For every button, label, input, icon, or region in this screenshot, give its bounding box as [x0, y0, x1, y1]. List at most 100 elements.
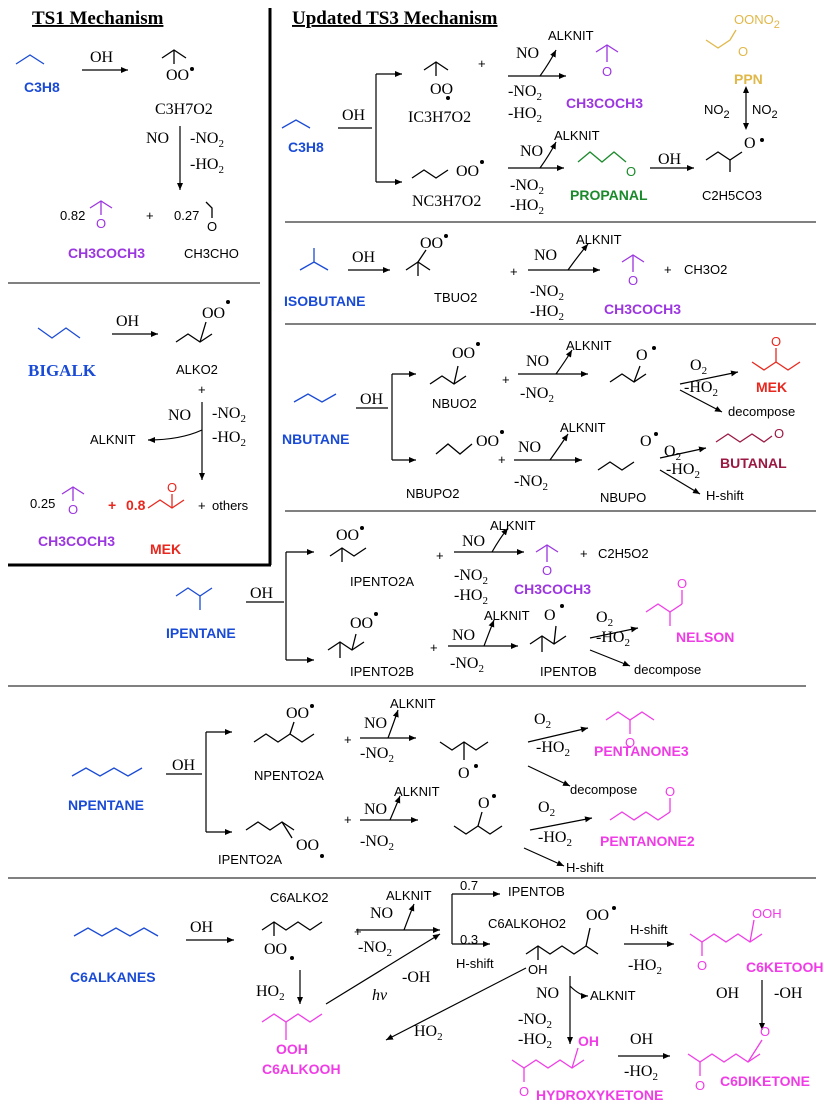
alknit-7: ALKNIT	[484, 608, 530, 623]
no-4: NO	[526, 353, 549, 370]
plus-14: +	[354, 924, 362, 939]
alko2-ho2: -HO2	[212, 429, 246, 449]
alknit-arc-6	[491, 527, 509, 553]
pentanone3-arrow	[527, 726, 589, 743]
hv-reagent: hv	[372, 987, 388, 1004]
c6-ho2-reagent: HO2	[256, 983, 285, 1003]
npento2a-dot	[310, 704, 314, 708]
c6-hshift-2: H-shift	[630, 922, 668, 937]
c6alkane-structure	[73, 927, 159, 937]
ppn-structure	[705, 29, 737, 49]
ppn-label: PPN	[734, 71, 763, 87]
c6ketooh-oh: OH	[716, 985, 740, 1002]
nbuo2-bond	[453, 365, 459, 385]
alko2-skeleton	[175, 333, 213, 343]
decompose-2: decompose	[634, 662, 701, 677]
plus-red: +	[108, 497, 116, 513]
npentane-block: NPENTANE OH OO NPENTO2A + ALKNIT NO -NO2…	[68, 696, 695, 875]
alknit-arc-9	[389, 795, 401, 821]
ipentob-label: IPENTOB	[540, 664, 597, 679]
ipentob-dot	[560, 604, 564, 608]
c6-hshift-label: H-shift	[456, 956, 494, 971]
no-8: NO	[364, 715, 387, 732]
ho2-12: -HO2	[624, 1063, 658, 1083]
tbuo2-bond-2	[417, 249, 427, 263]
no-reagent: NO	[146, 130, 169, 147]
bigalk-oh: OH	[116, 313, 140, 330]
acetone-o-4: O	[628, 273, 638, 288]
c6alkoho2-oo-bond	[585, 927, 591, 947]
c6ketooh-ooh: OOH	[752, 906, 782, 921]
ho2-1: -HO2	[508, 105, 542, 125]
acetone-o-3: O	[602, 64, 612, 79]
decompose-arrow-1	[679, 389, 723, 413]
c6alko2-skeleton	[261, 921, 323, 931]
hv-oh: -OH	[402, 969, 431, 986]
alknit-5: ALKNIT	[560, 420, 606, 435]
c6alkooh-ooh: OOH	[276, 1041, 308, 1057]
ipento2a-skeleton	[329, 547, 367, 557]
alknit-branch	[147, 429, 203, 443]
hshift-arrow-2	[523, 847, 565, 867]
acetone-o-5: O	[542, 563, 552, 578]
ch3coch3-yield: 0.82	[60, 208, 85, 223]
hydroxyketone-oh: OH	[578, 1033, 599, 1049]
nbupo-o: O	[640, 433, 652, 450]
ho2-11: -HO2	[518, 1031, 552, 1051]
c6diketone-o-2: O	[760, 1024, 770, 1039]
propanal-label: PROPANAL	[570, 187, 648, 203]
ts3-c3h8-label: C3H8	[288, 139, 324, 155]
mek-yield: 0.8	[126, 497, 146, 513]
hshift-arrow-1	[659, 469, 701, 495]
pentanone2-o: O	[665, 784, 675, 799]
ipentane-block: IPENTANE OH OO IPENTO2A + ALKNIT NO -NO2…	[166, 518, 734, 679]
ho2-4: -HO2	[684, 379, 718, 399]
ipento2a-n-oo: OO	[296, 837, 319, 854]
alko2-no2: -NO2	[212, 405, 246, 425]
hydroxyketone-o: O	[519, 1084, 529, 1099]
ipento2a-n-label: IPENTO2A	[218, 852, 282, 867]
plus-7: +	[502, 372, 510, 387]
ipentane-ch3coch3-label: CH3COCH3	[514, 581, 591, 597]
oh-reagent: OH	[90, 49, 114, 66]
pentanone3-label: PENTANONE3	[594, 743, 689, 759]
alko2-bond	[199, 321, 207, 343]
no2-1: -NO2	[508, 83, 542, 103]
nelson-o: O	[677, 576, 687, 591]
alknit-label: ALKNIT	[90, 432, 136, 447]
hv-arrow	[325, 933, 441, 1005]
mek-structure-2	[751, 361, 801, 371]
npentane-oh: OH	[172, 757, 196, 774]
ic3h7o2-dot	[446, 96, 450, 100]
c6alkooh-label: C6ALKOOH	[262, 1061, 341, 1077]
ch3cho-yield: 0.27	[174, 208, 199, 223]
propane-structure-2	[281, 119, 311, 129]
ipento2a-n-dot	[320, 854, 324, 858]
plus-10: +	[580, 546, 588, 561]
butanal-o: O	[774, 426, 784, 441]
nbutane-oh: OH	[360, 391, 384, 408]
no2-4: -NO2	[520, 385, 554, 405]
alknit-11: ALKNIT	[590, 988, 636, 1003]
acetone-o-2: O	[68, 502, 78, 517]
c6alkanes-block: C6ALKANES OH C6ALKO2 OO + ALKNIT NO -NO2…	[70, 878, 824, 1103]
pentanone3-structure	[605, 711, 655, 721]
npento-b-o: O	[478, 795, 490, 812]
decompose-1: decompose	[728, 404, 795, 419]
ho2-5: -HO2	[666, 461, 700, 481]
isobutane-block: ISOBUTANE OH OO TBUO2 + ALKNIT NO -NO2 -…	[284, 232, 727, 323]
ts1-c3h8-block: C3H8 OH OO C3H7O2 NO -NO2 -HO2 0.82 O + …	[15, 49, 239, 261]
nbuo2-oo: OO	[452, 345, 475, 362]
nbuo2-skeleton	[429, 375, 467, 385]
c6alkoho2-dot	[612, 906, 616, 910]
no-6: NO	[462, 533, 485, 550]
pentanone3-o: O	[625, 735, 635, 750]
npento-b-bond	[477, 811, 483, 827]
nc3h7o2-dot	[480, 160, 484, 164]
c6ketooh-label: C6KETOOH	[746, 959, 824, 975]
hydroxyketone-label: HYDROXYKETONE	[536, 1087, 663, 1103]
ipentob-skeleton	[529, 635, 567, 645]
ipentane-label: IPENTANE	[166, 625, 236, 641]
npento2a-oo: OO	[286, 705, 309, 722]
